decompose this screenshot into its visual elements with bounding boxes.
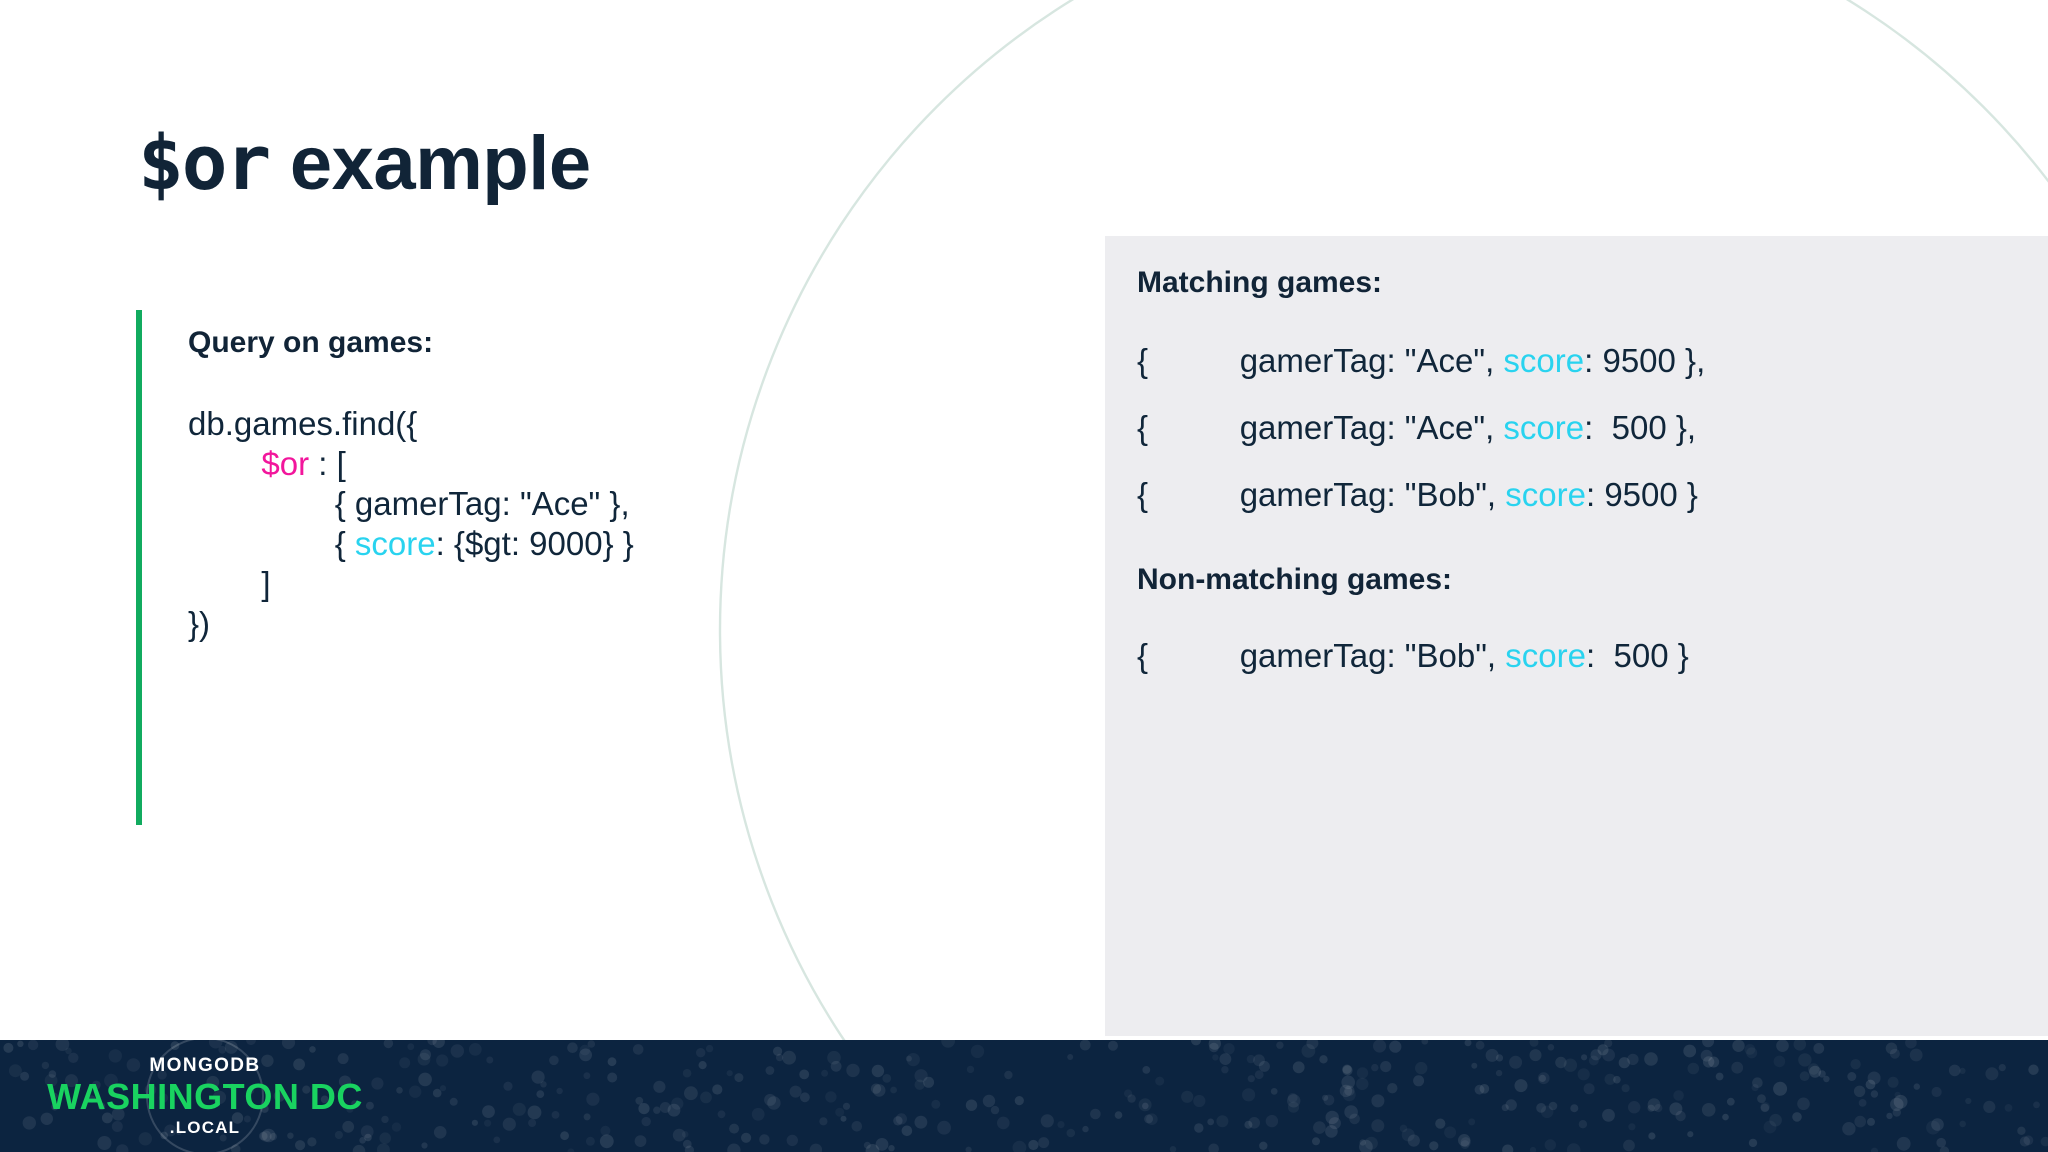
list-item: { gamerTag: "Ace", score: 500 }, <box>1137 411 2048 444</box>
doc-field-score: score <box>1503 342 1585 379</box>
non-matching-games-list: { gamerTag: "Bob", score: 500 } <box>1137 639 2048 672</box>
code-line-find: db.games.find({ <box>188 405 418 442</box>
doc-rest: : 500 } <box>1585 637 1689 674</box>
code-line-score-prefix: { <box>188 524 355 562</box>
doc-field-score: score <box>1503 409 1585 446</box>
page-title: $or example <box>138 118 591 207</box>
event-logo: MONGODB WASHINGTON DC .LOCAL <box>40 1040 370 1152</box>
query-block: Query on games: db.games.find({ $or : [ … <box>136 310 856 825</box>
code-line-score-rest: : {$gt: 9000} } <box>435 524 634 562</box>
results-panel: Matching games: { gamerTag: "Ace", score… <box>1105 236 2048 1036</box>
code-line-or-rest: : [ <box>309 444 346 482</box>
code-token-or: $or <box>261 444 310 482</box>
code-line-close-paren: }) <box>188 604 211 642</box>
doc-field-score: score <box>1505 476 1586 513</box>
doc-rest: : 9500 } <box>1585 476 1698 513</box>
title-rest-text: example <box>269 121 591 206</box>
logo-ring-icon <box>146 1040 264 1152</box>
doc-open: { gamerTag: "Bob", <box>1137 476 1506 513</box>
code-line-close-bracket: ] <box>188 564 271 602</box>
logo-brand-text: MONGODB <box>149 1054 261 1076</box>
title-operator-token: $or <box>138 118 271 207</box>
slide-footer: MONGODB WASHINGTON DC .LOCAL <box>0 1040 2048 1152</box>
list-item: { gamerTag: "Ace", score: 9500 }, <box>1137 344 2048 377</box>
matching-games-heading: Matching games: <box>1137 266 1383 299</box>
doc-open: { gamerTag: "Ace", <box>1137 409 1504 446</box>
non-matching-games-heading: Non-matching games: <box>1137 563 1453 596</box>
list-item: { gamerTag: "Bob", score: 500 } <box>1137 639 2048 672</box>
query-heading: Query on games: <box>188 326 434 359</box>
code-indent <box>188 445 261 482</box>
code-token-score: score <box>354 524 436 562</box>
doc-rest: : 500 }, <box>1584 409 1697 446</box>
doc-open: { gamerTag: "Bob", <box>1137 637 1506 674</box>
doc-open: { gamerTag: "Ace", <box>1137 342 1504 379</box>
logo-suffix-text: .LOCAL <box>169 1118 241 1138</box>
doc-field-score: score <box>1505 637 1586 674</box>
query-code-snippet: db.games.find({ $or : [ { gamerTag: "Ace… <box>188 404 856 644</box>
list-item: { gamerTag: "Bob", score: 9500 } <box>1137 478 2048 511</box>
code-line-gamertag: { gamerTag: "Ace" }, <box>188 484 630 522</box>
logo-city-text: WASHINGTON DC <box>47 1075 363 1117</box>
matching-games-list: { gamerTag: "Ace", score: 9500 }, { game… <box>1137 344 2048 511</box>
doc-rest: : 9500 }, <box>1584 342 1706 379</box>
